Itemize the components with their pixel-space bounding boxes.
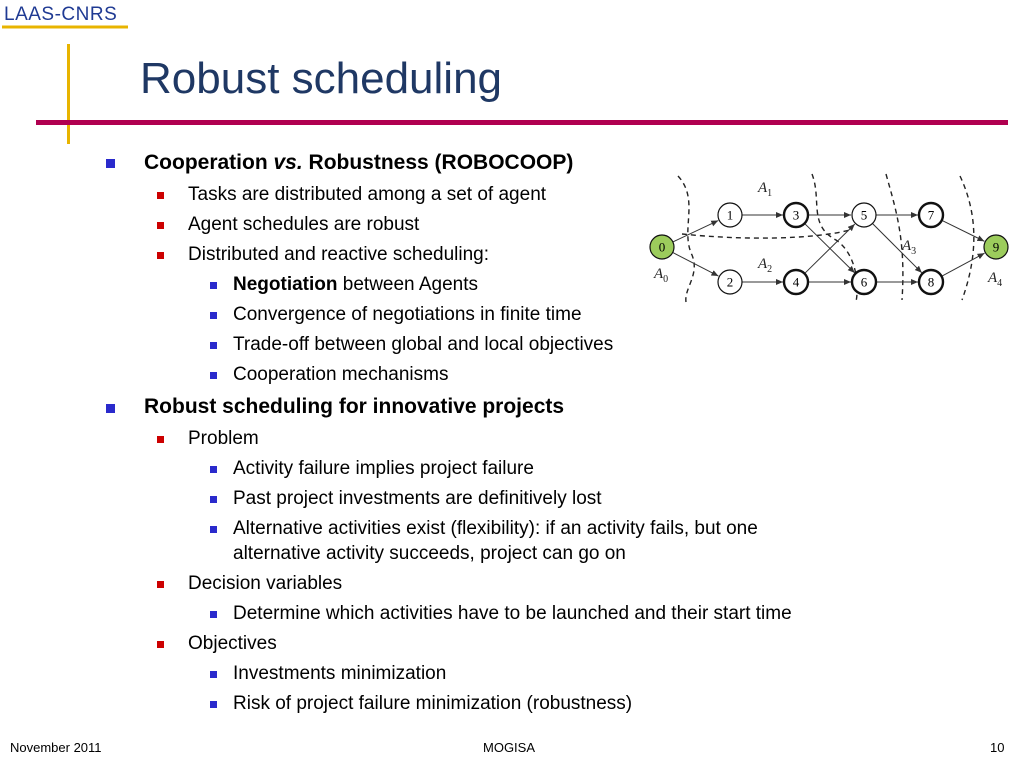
list-item: Convergence of negotiations in finite ti…	[233, 304, 582, 325]
accent-vertical-line	[67, 44, 70, 144]
bullet-marker	[210, 372, 217, 379]
diagram-node: 3	[782, 201, 810, 229]
list-item: Negotiation between Agents	[233, 274, 478, 295]
bullet-marker	[157, 641, 164, 648]
diagram-node: 5	[851, 202, 877, 228]
footer-date: November 2011	[10, 740, 102, 755]
bullet-marker	[210, 496, 217, 503]
diagram-edge	[941, 219, 985, 242]
bullet-marker	[157, 192, 164, 199]
bullet-marker	[210, 466, 217, 473]
logo-text: LAAS-CNRS	[4, 4, 117, 25]
diagram-node-label: 8	[928, 275, 935, 290]
list-item: Alternative activities exist (flexibilit…	[233, 518, 758, 539]
list-item: Past project investments are definitivel…	[233, 488, 602, 509]
footer-center: MOGISA	[483, 740, 536, 755]
bullet-marker	[210, 671, 217, 678]
list-item: Objectives	[188, 633, 277, 654]
diagram-node: 4	[782, 268, 810, 296]
diagram-agent-label: A4	[987, 270, 1002, 289]
diagram-edge	[672, 252, 719, 277]
list-item: Decision variables	[188, 573, 343, 594]
diagram-node-label: 2	[727, 275, 734, 290]
bullet-marker	[157, 222, 164, 229]
list-item-continuation: alternative activity succeeds, project c…	[233, 543, 626, 564]
bullet-marker	[210, 611, 217, 618]
diagram-agent-label: A3	[901, 238, 916, 257]
list-item: Risk of project failure minimization (ro…	[233, 693, 633, 714]
diagram-agent-label: A1	[757, 180, 772, 199]
diagram-node: 9	[983, 234, 1009, 260]
diagram-node-label: 7	[928, 208, 935, 223]
bullet-marker	[210, 526, 217, 533]
bullet-marker	[106, 159, 115, 168]
diagram-node-label: 9	[993, 240, 1000, 255]
diagram-node-label: 5	[861, 208, 868, 223]
diagram-agent-label: A2	[757, 256, 772, 275]
list-item: Cooperation mechanisms	[233, 364, 449, 385]
laas-cnrs-logo: LAAS-CNRS	[0, 0, 132, 30]
list-item: Distributed and reactive scheduling:	[188, 244, 490, 265]
diagram-agent-label: A0	[653, 266, 668, 285]
bullet-marker	[210, 282, 217, 289]
diagram-edge	[672, 220, 719, 243]
bullet-marker	[210, 312, 217, 319]
diagram-node-label: 1	[727, 208, 734, 223]
diagram-node: 7	[917, 201, 945, 229]
diagram-node-label: 3	[793, 208, 800, 223]
list-item: Trade-off between global and local objec…	[233, 334, 614, 355]
bullet-marker	[157, 581, 164, 588]
diagram-edge	[804, 223, 856, 274]
list-item: Tasks are distributed among a set of age…	[188, 184, 547, 205]
section-heading-robust: Robust scheduling for innovative project…	[144, 395, 565, 418]
footer-page-number: 10	[990, 740, 1005, 755]
list-item: Investments minimization	[233, 663, 447, 684]
diagram-node-label: 6	[861, 275, 868, 290]
slide-title: Robust scheduling	[140, 54, 503, 103]
bullet-marker	[106, 404, 115, 413]
bullet-marker	[210, 342, 217, 349]
diagram-node: 8	[917, 268, 945, 296]
diagram-node-label: 4	[793, 275, 800, 290]
diagram-node: 0	[649, 234, 675, 260]
diagram-edge	[872, 223, 923, 274]
diagram-node: 6	[850, 268, 878, 296]
list-item: Determine which activities have to be la…	[233, 603, 792, 624]
diagram-node: 2	[717, 269, 743, 295]
list-item: Activity failure implies project failure	[233, 458, 534, 479]
list-item: Agent schedules are robust	[188, 214, 420, 235]
diagram-edge	[941, 252, 985, 277]
section-heading-cooperation: Cooperation vs. Robustness (ROBOCOOP)	[144, 151, 574, 174]
bullet-marker	[157, 252, 164, 259]
diagram-node: 1	[717, 202, 743, 228]
bullet-marker	[210, 701, 217, 708]
diagram-node-label: 0	[659, 240, 666, 255]
bullet-marker	[157, 436, 164, 443]
title-rule	[36, 120, 1008, 125]
list-item: Problem	[188, 428, 259, 449]
